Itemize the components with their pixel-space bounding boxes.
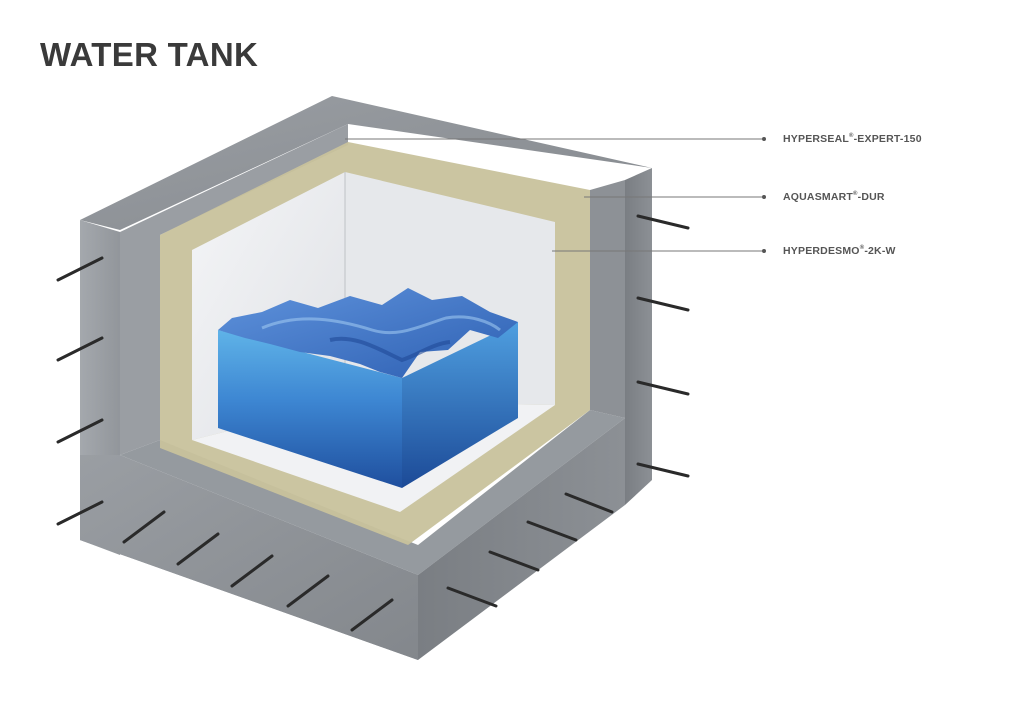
layer-label-suffix: -2K-W bbox=[864, 245, 896, 257]
layer-label-name: HYPERSEAL bbox=[783, 133, 849, 145]
concrete-inner-left bbox=[120, 124, 348, 455]
rebar bbox=[56, 256, 104, 282]
layer-label-suffix: -DUR bbox=[857, 191, 885, 203]
concrete-top-face bbox=[80, 96, 652, 230]
page-title: WATER TANK bbox=[40, 36, 259, 73]
layer-label-hyperseal: HYPERSEAL®-EXPERT-150 bbox=[783, 133, 922, 145]
concrete-right-face bbox=[418, 418, 625, 660]
leader-dot-hyperdesmo bbox=[762, 249, 766, 253]
registered-mark: ® bbox=[848, 133, 854, 139]
rebar bbox=[636, 214, 690, 230]
registered-mark: ® bbox=[853, 191, 858, 197]
water-body bbox=[218, 288, 518, 488]
rebar bbox=[176, 532, 220, 566]
layer-label-name: AQUASMART bbox=[783, 191, 854, 203]
water-surface-highlight bbox=[261, 315, 501, 335]
rebar bbox=[56, 336, 104, 362]
rebar bbox=[56, 418, 104, 444]
rebars bbox=[56, 214, 690, 632]
water-side-face bbox=[402, 322, 518, 488]
layer-label-name: HYPERDESMO bbox=[783, 245, 860, 257]
concrete-front-lower bbox=[80, 455, 418, 660]
concrete-shell bbox=[80, 96, 652, 660]
leader-lines bbox=[345, 137, 766, 253]
leader-dot-hyperseal bbox=[762, 137, 766, 141]
rebar bbox=[526, 520, 578, 542]
water-surface bbox=[218, 288, 518, 378]
rebar bbox=[488, 550, 540, 572]
water-front-face bbox=[218, 330, 402, 488]
rebar bbox=[446, 586, 498, 608]
rebar bbox=[56, 500, 104, 526]
rebar bbox=[122, 510, 166, 544]
rebar bbox=[350, 598, 394, 632]
rebar bbox=[230, 554, 274, 588]
leader-dot-aquasmart bbox=[762, 195, 766, 199]
rebar bbox=[636, 296, 690, 312]
water-surface-shadow bbox=[329, 336, 451, 363]
layer-label-suffix: -EXPERT-150 bbox=[853, 133, 922, 145]
concrete-floor-rim bbox=[120, 410, 625, 575]
registered-mark: ® bbox=[859, 245, 865, 251]
rebar bbox=[636, 462, 690, 478]
layer-label-hyperdesmo: HYPERDESMO®-2K-W bbox=[783, 245, 896, 257]
concrete-right-wall bbox=[625, 168, 652, 505]
concrete-right-wall-inner bbox=[590, 180, 625, 418]
layer-label-aquasmart: AQUASMART®-DUR bbox=[783, 191, 885, 203]
rebar bbox=[636, 380, 690, 396]
rebar bbox=[286, 574, 330, 608]
rebar bbox=[564, 492, 614, 514]
